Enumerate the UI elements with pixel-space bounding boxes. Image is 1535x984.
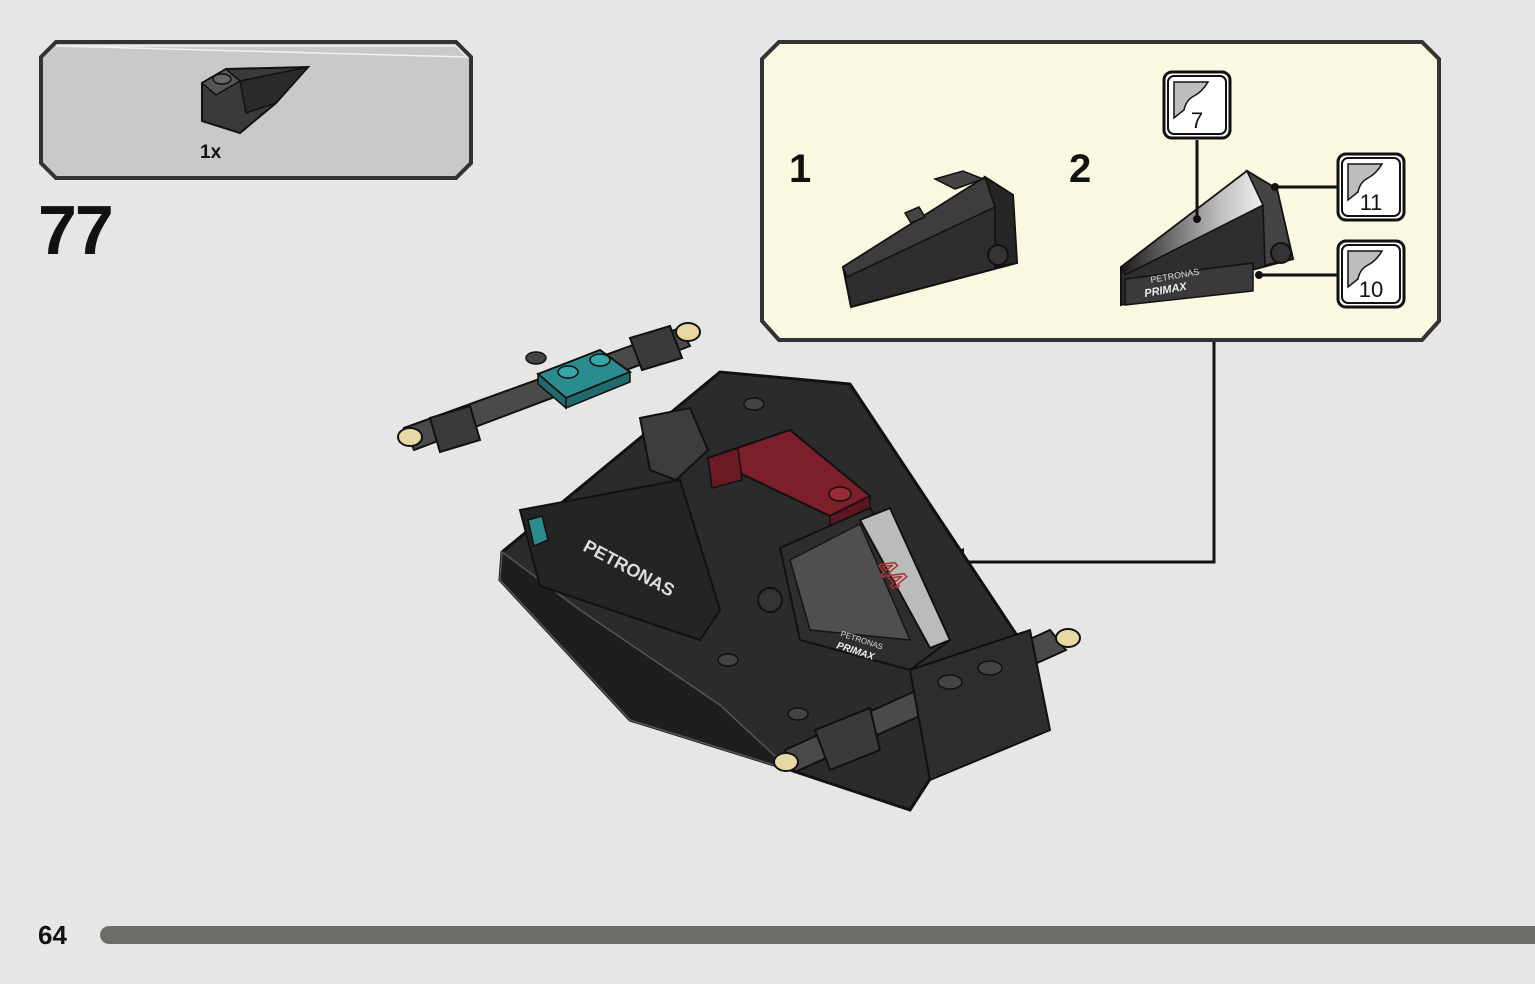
wedge-brick-stickered-illustration: PETRONAS PRIMAX [1120, 169, 1295, 307]
substep-1-label: 1 [789, 147, 812, 191]
sticker-icon [1162, 70, 1232, 140]
sticker-leader-lines [1193, 140, 1337, 279]
sticker-icon [1336, 152, 1406, 222]
sticker-11-badge: 11 [1336, 152, 1406, 222]
step-number: 77 [38, 191, 114, 269]
parts-list-panel: 1x [38, 39, 474, 181]
wedge-brick-plain-illustration [841, 170, 1019, 309]
progress-bar [100, 926, 1535, 944]
sticker-10-badge: 10 [1336, 239, 1406, 309]
sticker-icon [1336, 239, 1406, 309]
sticker-number: 10 [1358, 277, 1384, 302]
sticker-number: 7 [1190, 108, 1204, 133]
wedge-slope-brick-icon [200, 65, 311, 135]
part-count-label: 1x [200, 142, 222, 163]
progress-fill [100, 926, 1535, 944]
subassembly-callout-panel: 1 2 PETRONAS PRIMAX [759, 39, 1442, 344]
sticker-7-badge: 7 [1162, 70, 1232, 140]
substep-2-label: 2 [1069, 147, 1092, 191]
f1-car-model-illustration: PETRONAS 44 PETRONAS PRIMAX [397, 322, 1081, 812]
page-number: 64 [38, 920, 67, 950]
sticker-number: 11 [1359, 190, 1383, 215]
